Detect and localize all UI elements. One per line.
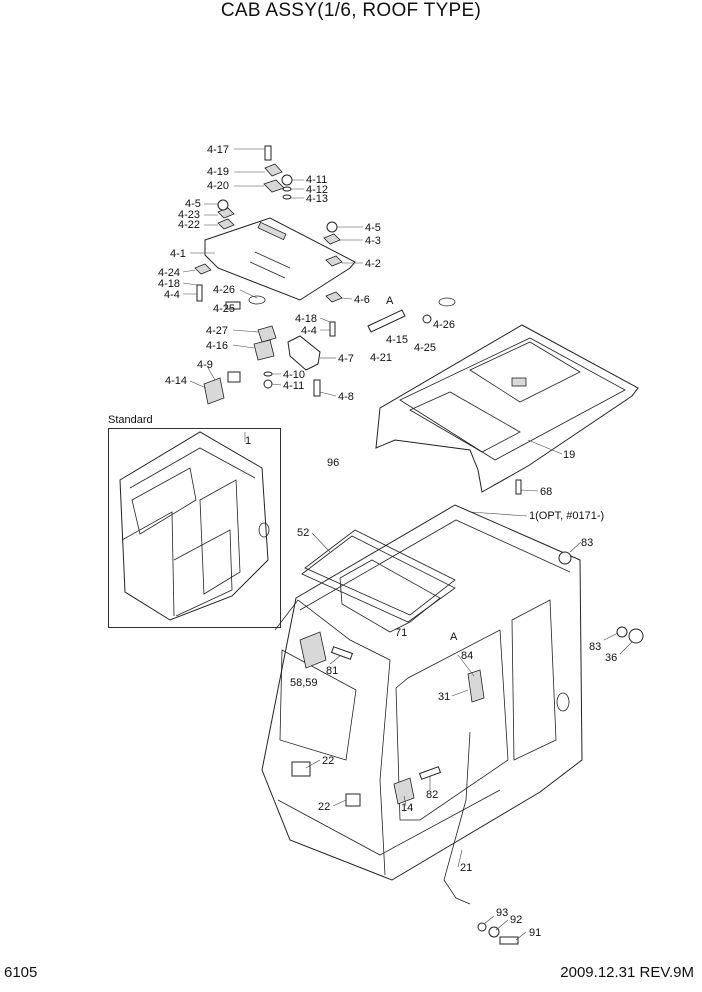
callout-label: 58,59 — [290, 677, 318, 689]
callout-label: 4-26 — [433, 319, 455, 331]
callout-label: 4-27 — [206, 325, 228, 337]
callout-label: 81 — [326, 665, 338, 677]
callout-label: 68 — [540, 486, 552, 498]
callout-label: 4-2 — [365, 258, 381, 270]
roof-hatch-assembly — [194, 145, 456, 405]
callout-label: 83 — [589, 641, 601, 653]
callout-label: 4-22 — [178, 219, 200, 231]
callout-label: 4-4 — [301, 325, 317, 337]
page-number: 6105 — [4, 964, 38, 981]
callout-label: 4-17 — [207, 144, 229, 156]
callout-label: 4-11 — [306, 174, 327, 186]
callout-label: 4-5 — [185, 198, 201, 210]
callout-label: A — [386, 295, 394, 307]
callout-label: 4-3 — [365, 235, 381, 247]
callout-label: 4-11 — [283, 380, 304, 392]
callout-label: 4-19 — [207, 166, 229, 178]
callout-label: 4-6 — [354, 294, 370, 306]
callout-label: 4-14 — [165, 375, 187, 387]
callout-label: 4-23 — [178, 209, 200, 221]
callout-label: A — [450, 631, 458, 643]
callout-label: 93 — [496, 907, 508, 919]
callout-label: 4-8 — [338, 391, 354, 403]
callout-label: 19 — [563, 449, 575, 461]
callout-label: 92 — [510, 914, 522, 926]
callout-label: 1 — [245, 435, 251, 447]
callout-label: 36 — [605, 652, 617, 664]
callout-label: 83 — [581, 537, 593, 549]
callout-label: 4-5 — [365, 222, 381, 234]
callout-label: 4-18 — [158, 278, 180, 290]
standard-cab-inset — [119, 431, 270, 621]
standard-inset-frame — [108, 428, 281, 628]
callout-label: 4-18 — [295, 313, 317, 325]
callout-label: 4-7 — [338, 353, 354, 365]
callout-label: 4-20 — [207, 180, 229, 192]
callout-label: 4-26 — [213, 284, 235, 296]
callout-label: 96 — [327, 457, 339, 469]
callout-label: 1(OPT, #0171-) — [529, 510, 604, 522]
inset-caption: Standard — [108, 414, 153, 426]
callout-label: 4-12 — [306, 184, 328, 196]
callout-label: 4-24 — [158, 267, 180, 279]
callout-label: 4-25 — [213, 303, 235, 315]
callout-label: 22 — [318, 801, 330, 813]
callout-label: 52 — [297, 527, 309, 539]
callout-label: 4-13 — [306, 193, 328, 205]
callout-label: 4-4 — [164, 289, 180, 301]
callout-label: 22 — [322, 755, 334, 767]
roof-panel — [375, 324, 639, 495]
callout-label: 4-16 — [206, 340, 228, 352]
callout-label: 14 — [401, 802, 413, 814]
revision-date: 2009.12.31 REV.9M — [560, 964, 694, 981]
callout-label: 4-21 — [370, 352, 392, 364]
leader-lines — [182, 148, 633, 941]
callout-label: 91 — [529, 927, 541, 939]
callout-label: 4-1 — [170, 248, 186, 260]
callout-label: 4-10 — [283, 369, 305, 381]
callout-label: 84 — [461, 650, 473, 662]
callout-label: 31 — [438, 691, 450, 703]
callout-label: 4-25 — [414, 342, 436, 354]
page-title: CAB ASSY(1/6, ROOF TYPE) — [220, 0, 482, 21]
callout-label: 71 — [395, 627, 407, 639]
main-cab-frame — [261, 504, 644, 945]
callout-labels: 4-17 4-19 4-20 4-11 4-12 4-13 4-5 4-23 4… — [158, 144, 617, 939]
callout-label: 82 — [426, 789, 438, 801]
callout-label: 4-9 — [197, 359, 213, 371]
callout-label: 4-15 — [386, 334, 408, 346]
callout-label: 21 — [460, 862, 472, 874]
